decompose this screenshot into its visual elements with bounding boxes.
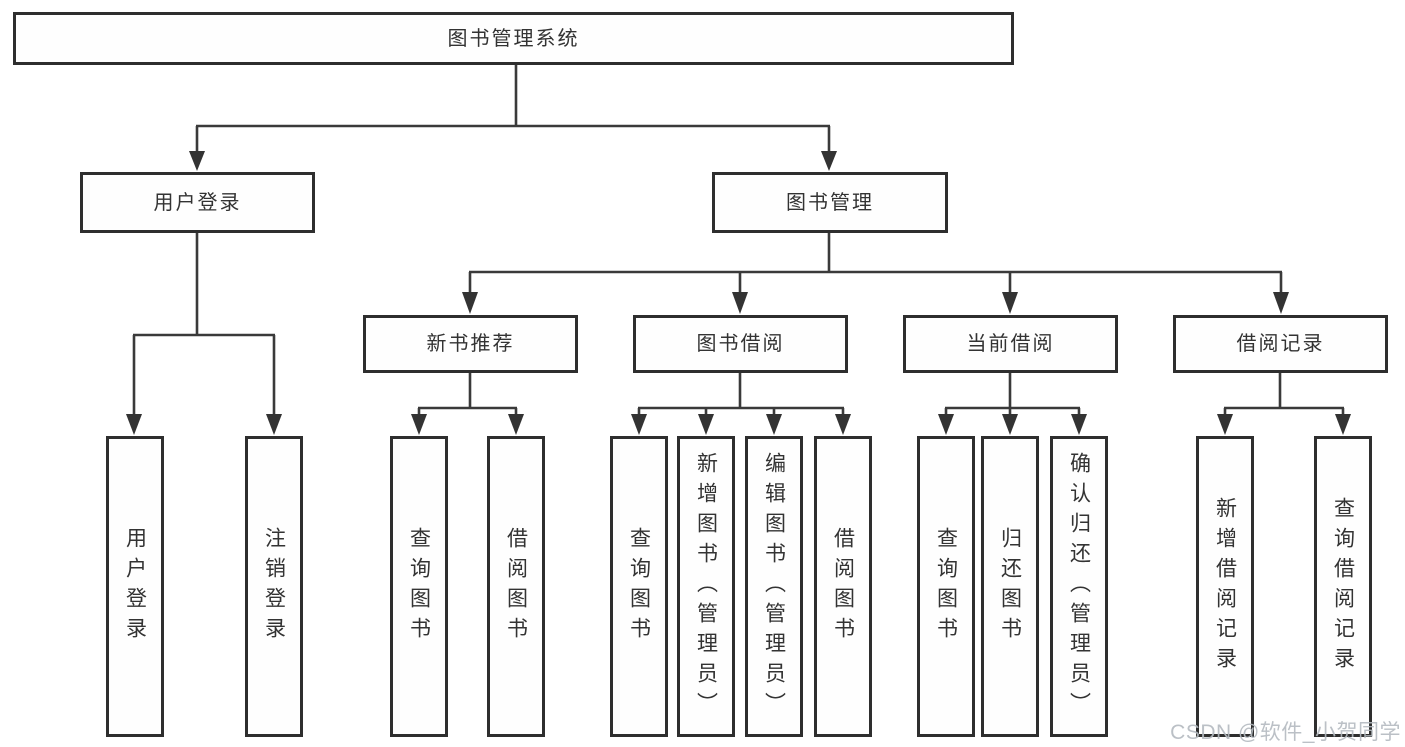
node-root-system: 图书管理系统: [13, 12, 1014, 65]
branch-root: [189, 65, 837, 171]
leaf-borrow-books-recommend: 借阅图书: [487, 436, 545, 737]
branch-book-management: [462, 233, 1289, 314]
node-user-login: 用户登录: [80, 172, 315, 233]
leaf-query-books-recommend: 查询图书: [390, 436, 448, 737]
leaf-logout: 注销登录: [245, 436, 303, 737]
leaf-add-borrow-record: 新增借阅记录: [1196, 436, 1254, 737]
leaf-return-books: 归还图书: [981, 436, 1039, 737]
node-borrow-records: 借阅记录: [1173, 315, 1388, 373]
leaf-user-login: 用户登录: [106, 436, 164, 737]
node-current-borrow: 当前借阅: [903, 315, 1118, 373]
branch-book-borrow: [631, 373, 851, 435]
leaf-borrow-books: 借阅图书: [814, 436, 872, 737]
leaf-query-books-current: 查询图书: [917, 436, 975, 737]
leaf-confirm-return-admin: 确认归还（管理员）: [1050, 436, 1108, 737]
branch-user-login: [126, 233, 282, 435]
branch-borrow-records: [1217, 373, 1351, 435]
branch-new-book-recommend: [411, 373, 524, 435]
branch-current-borrow: [938, 373, 1087, 435]
node-book-borrow: 图书借阅: [633, 315, 848, 373]
node-book-management: 图书管理: [712, 172, 948, 233]
leaf-query-books-borrow: 查询图书: [610, 436, 668, 737]
leaf-edit-books-admin: 编辑图书（管理员）: [745, 436, 803, 737]
leaf-query-borrow-record: 查询借阅记录: [1314, 436, 1372, 737]
node-new-book-recommend: 新书推荐: [363, 315, 578, 373]
leaf-add-books-admin: 新增图书（管理员）: [677, 436, 735, 737]
